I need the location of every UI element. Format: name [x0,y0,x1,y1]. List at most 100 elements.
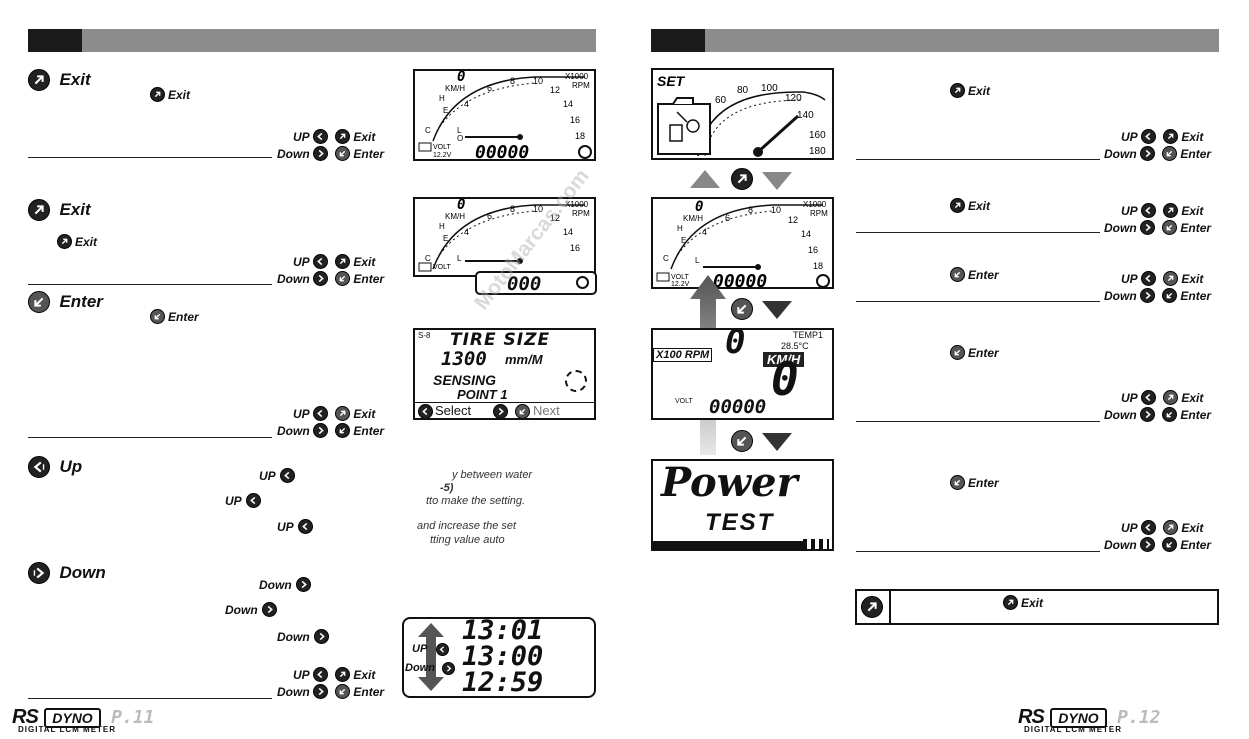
lcd-tire-size: S-8 TIRE SIZE 1300 mm/M SENSING POINT 1 … [413,328,596,420]
down-key-icon [313,423,329,439]
enter-key-icon [28,291,50,313]
lcd-progress-bar [653,541,803,549]
enter-key-icon [1162,288,1178,304]
inline-exit-label: Exit [168,87,191,102]
down-key-icon [28,562,50,584]
tire-select: Select [435,403,472,418]
exit-label: Exit [1181,520,1204,535]
lcd-trip: 000 [507,273,542,295]
inline-down-ref-3: Down [274,628,330,646]
lcd-volt-value: 12.2V [433,152,452,159]
up-label: UP [1121,271,1138,286]
lcd-l: L [695,256,700,265]
text-fragment-5: tting value auto [430,534,505,546]
up-key-icon [313,129,329,145]
note-exit-label: Exit [1021,595,1044,610]
keymap-r2-up: UP Exit [1118,203,1204,219]
footer-page-left: P.11 [111,707,155,728]
lcd-c: C [663,254,669,263]
down-key-icon [1140,288,1156,304]
inline-exit-ref-r1: Exit [950,82,990,100]
up-key-icon [246,493,262,509]
left-header-block [28,29,82,52]
down-label: Down [1104,537,1137,552]
footer-page-right: P.12 [1117,707,1161,728]
lcd-speed-temp: 0 X100 RPM TEMP1 28.5°C KM/H 0 VOLT 0000… [651,328,834,420]
enter-key-icon [950,345,965,361]
exit-label: Exit [1181,203,1204,218]
lcd-h: H [439,222,445,231]
exit-label: Exit [1181,129,1204,144]
right-header-block [651,29,705,52]
enter-key-icon [335,684,351,700]
lcd-kmh: KM/H [445,212,465,221]
lcd-power: Power [661,459,798,506]
lcd-tick-14: 14 [801,229,811,239]
divider [856,159,1100,160]
lcd-power-test: Power TEST [651,459,834,551]
clock-time-3: 12:59 [462,667,544,698]
text-fragment-3: tto make the setting. [426,495,526,507]
clock-time-1: 13:01 [462,617,544,646]
tire-title: TIRE SIZE [450,330,551,350]
lcd-tick-14: 14 [563,99,573,109]
up-label: UP [293,406,310,421]
lcd-tick-8: 8 [510,204,515,214]
lcd-e: E [443,106,448,115]
lcd-set-screen: SET 60 80 100 120 140 160 180 [651,68,834,160]
lcd-e: E [681,236,686,245]
lcd-tick-18: 18 [575,131,585,141]
lcd-odo: 00000 [709,396,767,418]
lcd-main-gauge-1: 0 X1000 RPM KM/H H E C L O 4 6 8 10 12 1… [413,69,596,161]
section-down-title: Down [59,563,106,582]
section-enter-heading: Enter [28,291,103,313]
down-key-icon [262,602,278,618]
gauge-tick-160: 160 [809,130,826,141]
lcd-set: SET [657,73,686,89]
divider [28,698,272,699]
keymap-r3-up: UP Exit [1118,271,1203,287]
enter-key-icon [335,271,351,287]
next-enter-key-icon [515,404,530,418]
lcd-l: L [457,254,462,263]
lcd-e: E [443,234,448,243]
lcd-speed: 0 [457,71,465,85]
enter-label: Enter [353,423,385,438]
lcd-speed: 0 [695,199,703,215]
down-label: Down [277,423,310,438]
inline-enter-label: Enter [968,345,999,360]
enter-label: Enter [1180,146,1212,161]
divider [28,284,272,285]
section-exit-title: Exit [59,70,91,89]
exit-key-icon [950,83,965,99]
keymap-r2-down: Down Enter [1101,220,1211,236]
up-label: UP [293,129,310,144]
lcd-tick-14: 14 [563,227,573,237]
exit-key-icon [1163,129,1179,145]
exit-label: Exit [353,406,376,421]
enter-key-icon [335,146,351,162]
lcd-tick-4: 4 [464,227,469,237]
lcd-tick-6: 6 [487,211,492,221]
tire-line4: POINT 1 [457,387,508,402]
keymap-r4-down: Down Enter [1101,407,1211,423]
down-key-icon [1140,407,1156,423]
lcd-tick-12: 12 [788,215,798,225]
up-label: UP [1121,129,1138,144]
up-label: UP [293,254,310,269]
lcd-volt: VOLT [433,264,451,271]
text-fragment-4: and increase the set [417,520,517,532]
footer-logo-left: RS DYNO P.11 DIGITAL LCM METER [12,706,155,734]
keymap-up-exit-1: UP Exit [290,129,375,145]
enter-key-icon [150,309,165,325]
inline-exit-label: Exit [968,198,991,213]
lcd-x1000: X1000 [565,72,589,81]
note-icon-cell [857,591,891,623]
exit-key-icon [861,596,883,618]
keymap-up-exit-2: UP Exit [290,254,375,270]
lcd-tick-10: 10 [771,205,781,215]
inline-enter-label: Enter [968,267,999,282]
up-key-icon [1141,390,1157,406]
select-key-icon [418,404,433,418]
inline-up-ref-2: UP [222,492,262,510]
